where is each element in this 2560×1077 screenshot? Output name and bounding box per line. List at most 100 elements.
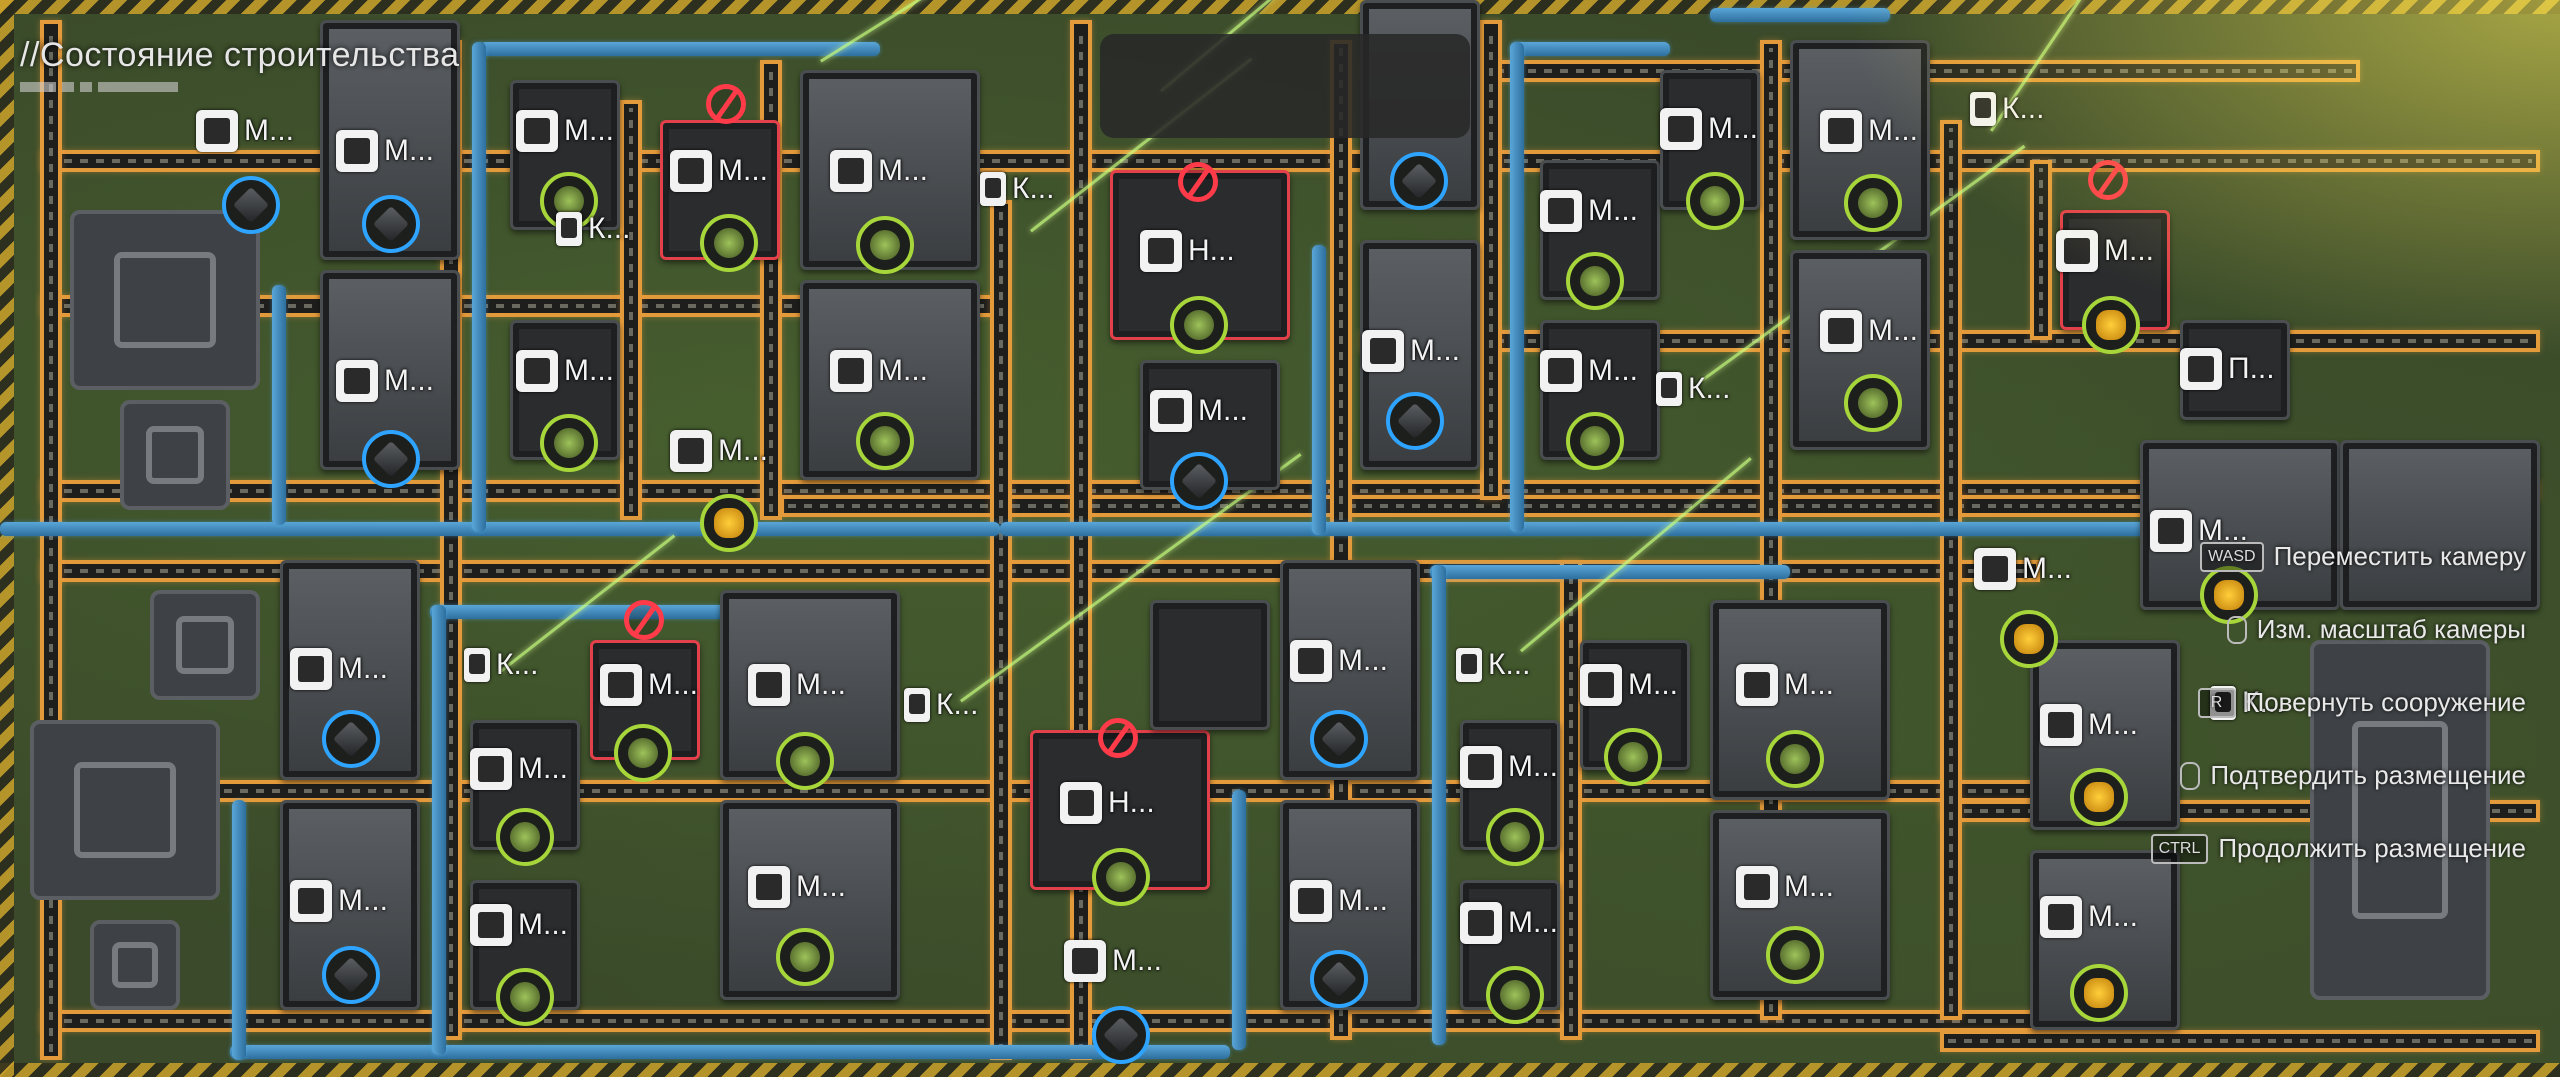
- building-label[interactable]: М...: [1064, 940, 1162, 982]
- building-label[interactable]: М...: [1460, 746, 1558, 788]
- conveyor-belt[interactable]: [2030, 160, 2052, 340]
- output-slot[interactable]: [2070, 768, 2128, 826]
- building-label[interactable]: М...: [1362, 330, 1460, 372]
- building-label[interactable]: М...: [1580, 664, 1678, 706]
- building-label[interactable]: М...: [2040, 896, 2138, 938]
- building-label[interactable]: М...: [748, 866, 846, 908]
- conveyor-belt[interactable]: [40, 20, 62, 1060]
- water-pipe[interactable]: [1432, 565, 1446, 1045]
- building-label[interactable]: М...: [1736, 664, 1834, 706]
- building-label[interactable]: М...: [1540, 350, 1638, 392]
- building-label[interactable]: М...: [670, 430, 768, 472]
- building-label[interactable]: М...: [600, 664, 698, 706]
- building-label[interactable]: М...: [470, 904, 568, 946]
- building-label[interactable]: М...: [516, 350, 614, 392]
- building-label[interactable]: М...: [748, 664, 846, 706]
- output-slot[interactable]: [496, 808, 554, 866]
- output-slot[interactable]: [362, 195, 420, 253]
- building-label[interactable]: К...: [1656, 372, 1730, 406]
- building-label[interactable]: К...: [904, 688, 978, 722]
- foundation-pad[interactable]: [150, 590, 260, 700]
- building-label[interactable]: М...: [1736, 866, 1834, 908]
- output-slot[interactable]: [322, 946, 380, 1004]
- building-label[interactable]: К...: [1970, 92, 2044, 126]
- building-label[interactable]: М...: [470, 748, 568, 790]
- water-pipe[interactable]: [1430, 565, 1790, 579]
- output-slot[interactable]: [1686, 172, 1744, 230]
- output-slot[interactable]: [362, 430, 420, 488]
- water-pipe[interactable]: [0, 522, 1000, 536]
- building-label[interactable]: М...: [336, 360, 434, 402]
- building-label[interactable]: К...: [980, 172, 1054, 206]
- conveyor-belt[interactable]: [1940, 1030, 2540, 1052]
- output-slot[interactable]: [1486, 808, 1544, 866]
- building-label[interactable]: К...: [1456, 648, 1530, 682]
- water-pipe[interactable]: [1510, 42, 1670, 56]
- output-slot[interactable]: [1766, 926, 1824, 984]
- building-label[interactable]: П...: [2180, 348, 2275, 390]
- output-slot[interactable]: [856, 412, 914, 470]
- building-label[interactable]: М...: [2056, 230, 2154, 272]
- output-slot[interactable]: [1566, 252, 1624, 310]
- building-label[interactable]: М...: [1820, 310, 1918, 352]
- conveyor-belt[interactable]: [1940, 120, 1962, 1020]
- building-label[interactable]: М...: [1290, 880, 1388, 922]
- building-label[interactable]: К...: [464, 648, 538, 682]
- water-pipe[interactable]: [430, 605, 810, 619]
- output-slot[interactable]: [1844, 374, 1902, 432]
- foundation-pad[interactable]: [120, 400, 230, 510]
- output-slot[interactable]: [1390, 152, 1448, 210]
- output-slot[interactable]: [614, 724, 672, 782]
- output-slot[interactable]: [1486, 966, 1544, 1024]
- output-slot[interactable]: [540, 414, 598, 472]
- building-label[interactable]: К...: [2210, 686, 2284, 720]
- conveyor-belt[interactable]: [40, 1010, 2040, 1032]
- machine[interactable]: [2340, 440, 2540, 610]
- building-label[interactable]: Н...: [1140, 230, 1235, 272]
- building-label[interactable]: М...: [516, 110, 614, 152]
- water-pipe[interactable]: [1510, 42, 1524, 532]
- foundation-pad[interactable]: [90, 920, 180, 1010]
- output-slot[interactable]: [1310, 710, 1368, 768]
- output-slot[interactable]: [1170, 296, 1228, 354]
- output-slot[interactable]: [2082, 296, 2140, 354]
- output-slot[interactable]: [1566, 412, 1624, 470]
- building-label[interactable]: М...: [670, 150, 768, 192]
- building-label[interactable]: М...: [830, 350, 928, 392]
- conveyor-belt[interactable]: [1330, 40, 1352, 1040]
- output-slot[interactable]: [700, 494, 758, 552]
- conveyor-belt[interactable]: [1480, 20, 1502, 500]
- output-slot[interactable]: [1092, 1006, 1150, 1064]
- output-slot[interactable]: [1092, 848, 1150, 906]
- water-pipe[interactable]: [472, 42, 486, 532]
- output-slot[interactable]: [776, 732, 834, 790]
- output-slot[interactable]: [2000, 610, 2058, 668]
- output-slot[interactable]: [2200, 566, 2258, 624]
- foundation-pad[interactable]: [2310, 640, 2490, 1000]
- output-slot[interactable]: [1766, 730, 1824, 788]
- water-pipe[interactable]: [1000, 522, 2240, 536]
- foundation-pad[interactable]: [30, 720, 220, 900]
- output-slot[interactable]: [496, 968, 554, 1026]
- conveyor-belt[interactable]: [990, 200, 1012, 1060]
- water-pipe[interactable]: [232, 800, 246, 1060]
- water-pipe[interactable]: [1232, 790, 1246, 1050]
- water-pipe[interactable]: [1710, 8, 1890, 22]
- building-label[interactable]: М...: [1540, 190, 1638, 232]
- building-label[interactable]: М...: [290, 880, 388, 922]
- machine[interactable]: [1150, 600, 1270, 730]
- building-label[interactable]: М...: [196, 110, 294, 152]
- output-slot[interactable]: [776, 928, 834, 986]
- output-slot[interactable]: [700, 214, 758, 272]
- conveyor-belt[interactable]: [620, 100, 642, 520]
- output-slot[interactable]: [1170, 452, 1228, 510]
- output-slot[interactable]: [1386, 392, 1444, 450]
- output-slot[interactable]: [1310, 950, 1368, 1008]
- water-pipe[interactable]: [432, 605, 446, 1055]
- building-label[interactable]: Н...: [1060, 782, 1155, 824]
- building-label[interactable]: М...: [2040, 704, 2138, 746]
- building-label[interactable]: М...: [1150, 390, 1248, 432]
- building-label[interactable]: М...: [1660, 108, 1758, 150]
- conveyor-belt[interactable]: [1560, 560, 1582, 1040]
- building-label[interactable]: М...: [290, 648, 388, 690]
